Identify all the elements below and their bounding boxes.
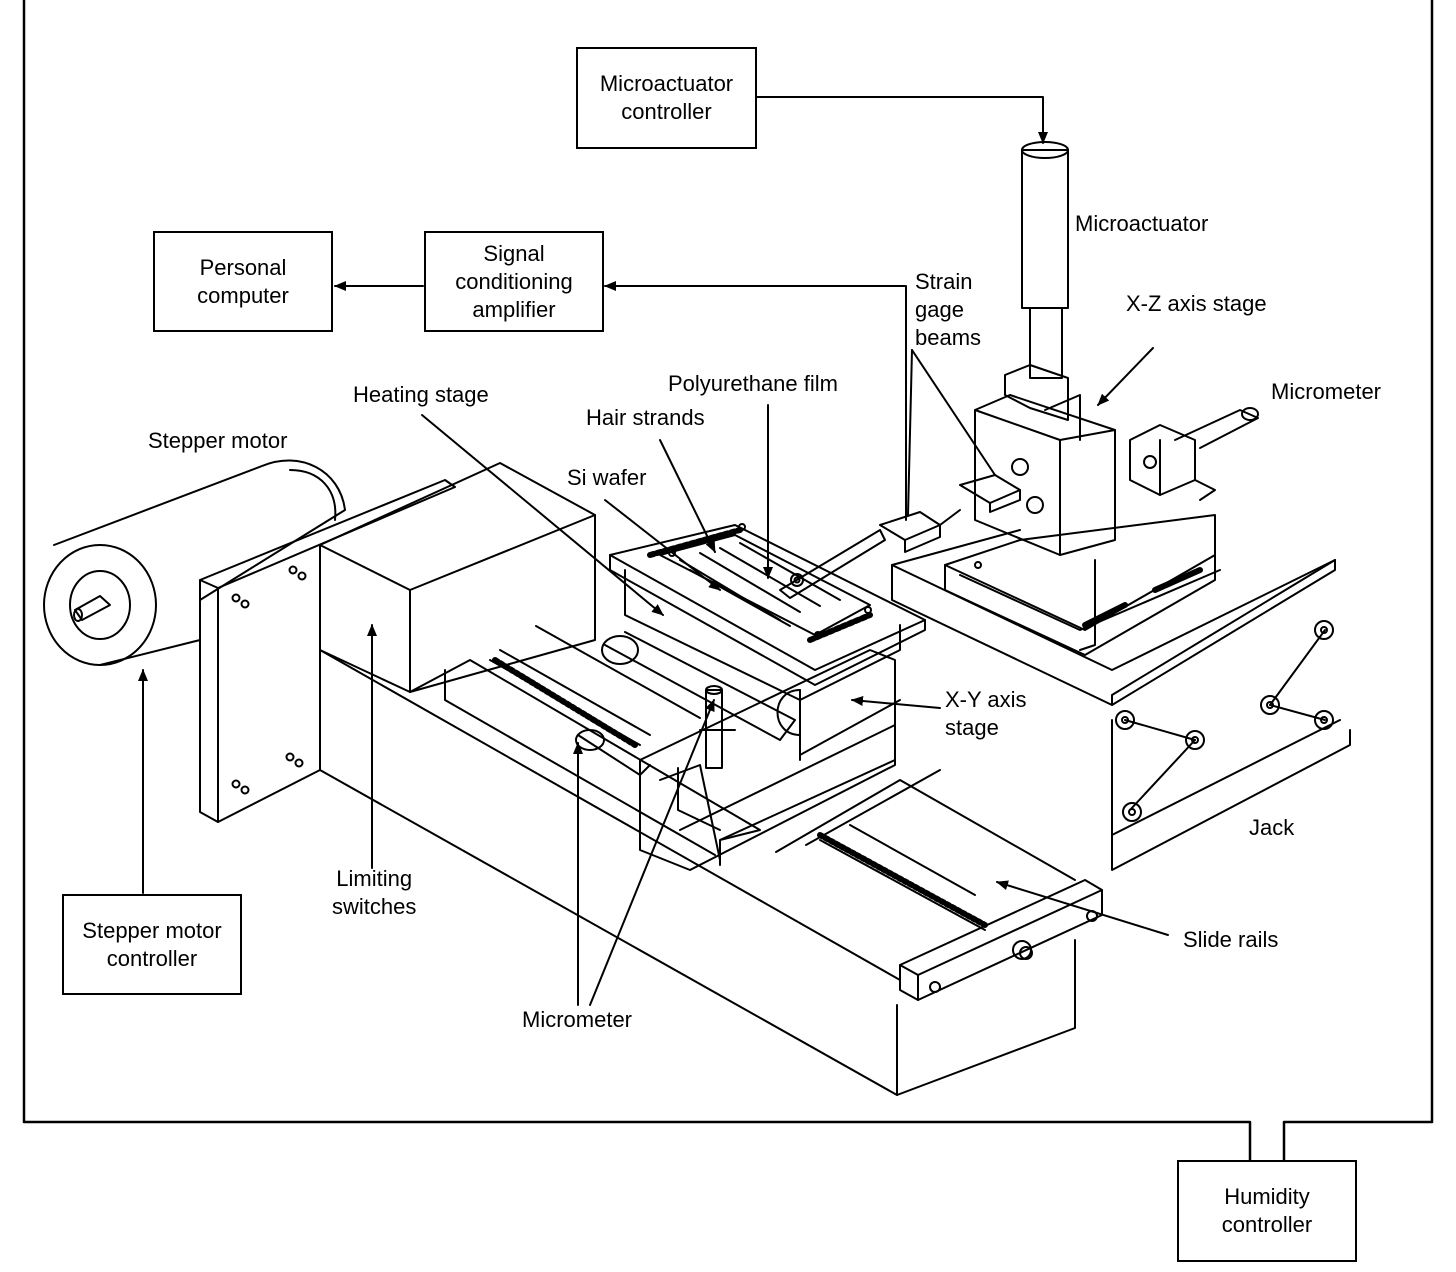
right-micrometer-drawing [1129, 407, 1259, 501]
mounting-plate-drawing [199, 479, 456, 823]
personal-computer-box: Personal computer [153, 231, 333, 332]
stepper-motor-controller-box: Stepper motor controller [62, 894, 242, 995]
microactuator-label: Microactuator [1075, 211, 1209, 236]
hair-strands-label: Hair strands [586, 405, 705, 430]
strain-gage-beams-label: Strain gage beams [915, 269, 982, 350]
stepper-motor-drawing [43, 459, 346, 666]
personal-computer-label: Personal computer [197, 254, 289, 308]
humidity-controller-box: Humidity controller [1177, 1160, 1357, 1262]
polyurethane-film-label: Polyurethane film [668, 371, 838, 396]
bottom-micrometer-drawing [699, 685, 736, 769]
xy-stage-drawing [639, 649, 901, 871]
si-wafer-label: Si wafer [567, 465, 647, 490]
signal-conditioning-amplifier-box: Signal conditioning amplifier [424, 231, 604, 332]
micrometer-bottom-label: Micrometer [522, 1007, 633, 1032]
humidity-controller-label: Humidity controller [1221, 1184, 1313, 1237]
connector-lines [138, 96, 1169, 1006]
stepper-motor-label: Stepper motor [148, 428, 288, 453]
microactuator-controller-box: Microactuator controller [576, 47, 757, 149]
jack-drawing [891, 529, 1351, 871]
slide-rails-label: Slide rails [1183, 927, 1279, 952]
heating-stage-label: Heating stage [353, 382, 489, 407]
signal-conditioning-amplifier-label: Signal conditioning amplifier [455, 240, 573, 322]
microactuator-controller-label: Microactuator controller [599, 71, 734, 124]
main-base-drawing [319, 462, 1076, 1096]
slide-rails-drawing [489, 625, 1076, 931]
xy-axis-stage-label: X-Y axis stage [945, 687, 1027, 740]
heating-stage-drawing [609, 523, 926, 761]
micrometer-right-label: Micrometer [1271, 379, 1382, 404]
limiting-switches-label: Limiting switches [332, 866, 417, 919]
jack-label: Jack [1249, 815, 1295, 840]
strain-gage-beams-drawing [779, 474, 1021, 599]
stepper-motor-controller-label: Stepper motor controller [82, 917, 222, 971]
xz-axis-stage-label: X-Z axis stage [1126, 291, 1267, 316]
humidity-enclosure [22, 0, 1434, 1162]
